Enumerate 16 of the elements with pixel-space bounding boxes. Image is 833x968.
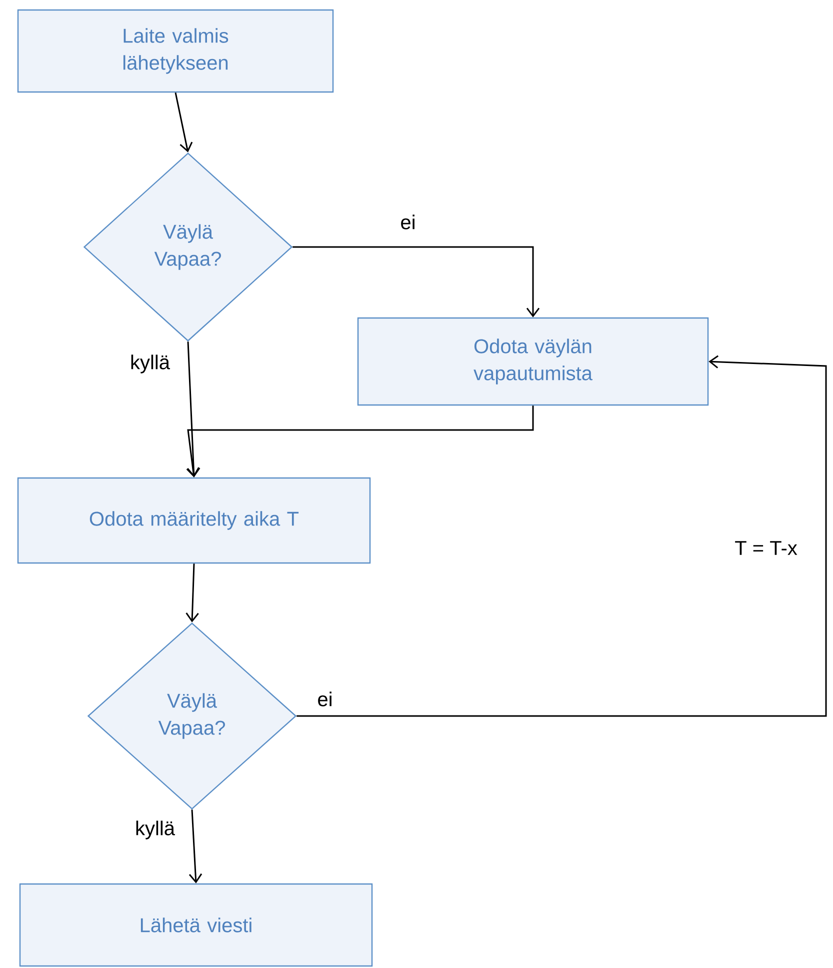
edge-label: kyllä — [129, 354, 171, 374]
arrow — [186, 564, 199, 622]
edge-label: kyllä — [134, 820, 176, 840]
edge-label: ei — [399, 214, 417, 230]
arrow — [188, 810, 202, 884]
arrow — [296, 355, 827, 717]
process-box: Odota väylän vapautumista — [357, 317, 709, 406]
process-box: Lähetä viesti — [19, 883, 373, 967]
note-text: T = T-x — [735, 541, 798, 555]
process-box: Laite valmis lähetykseen — [17, 9, 334, 93]
arrow — [187, 342, 200, 478]
arrow — [186, 406, 534, 478]
process-box: Odota määritelty aika T — [17, 477, 371, 564]
arrow — [292, 246, 540, 318]
arrow — [174, 92, 193, 152]
edge-label: ei — [316, 690, 334, 708]
